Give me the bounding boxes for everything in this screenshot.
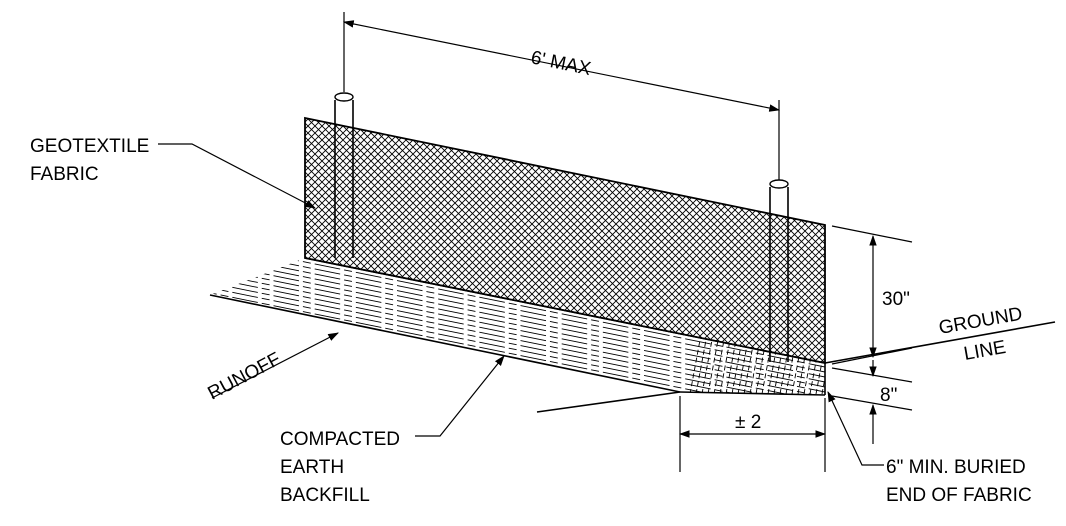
ground-line <box>824 321 1056 364</box>
geotextile-label-line1: GEOTEXTILE <box>30 136 149 157</box>
ground-line-label-line2: LINE <box>962 337 1007 365</box>
buried-depth-dimension <box>831 360 913 444</box>
span-dimension <box>342 12 781 180</box>
height-dimension-label: 30" <box>882 289 910 310</box>
geotextile-fabric-panel <box>304 116 826 365</box>
buried-end-label-line2: END OF FABRIC <box>886 485 1032 506</box>
compacted-label-line2: EARTH <box>280 457 344 478</box>
runoff-arrow <box>211 332 339 399</box>
ground-line-label-line1: GROUND <box>937 304 1024 339</box>
trench-width-label: ± 2 <box>735 412 761 433</box>
trench-line-left <box>536 391 681 413</box>
trench-width-dimension <box>678 396 827 472</box>
compacted-leader <box>415 355 505 437</box>
geotextile-label-line2: FABRIC <box>30 164 99 185</box>
buried-end-label-line1: 6" MIN. BURIED <box>886 457 1026 478</box>
span-dimension-label: 6' MAX <box>529 47 593 80</box>
compacted-label-line1: COMPACTED <box>280 429 400 450</box>
runoff-label: RUNOFF <box>204 349 284 405</box>
compacted-label-line3: BACKFILL <box>280 485 370 506</box>
height-dimension <box>831 225 913 365</box>
geotextile-leader <box>158 143 316 209</box>
buried-end-leader <box>827 391 884 466</box>
buried-depth-label: 8" <box>880 385 897 406</box>
